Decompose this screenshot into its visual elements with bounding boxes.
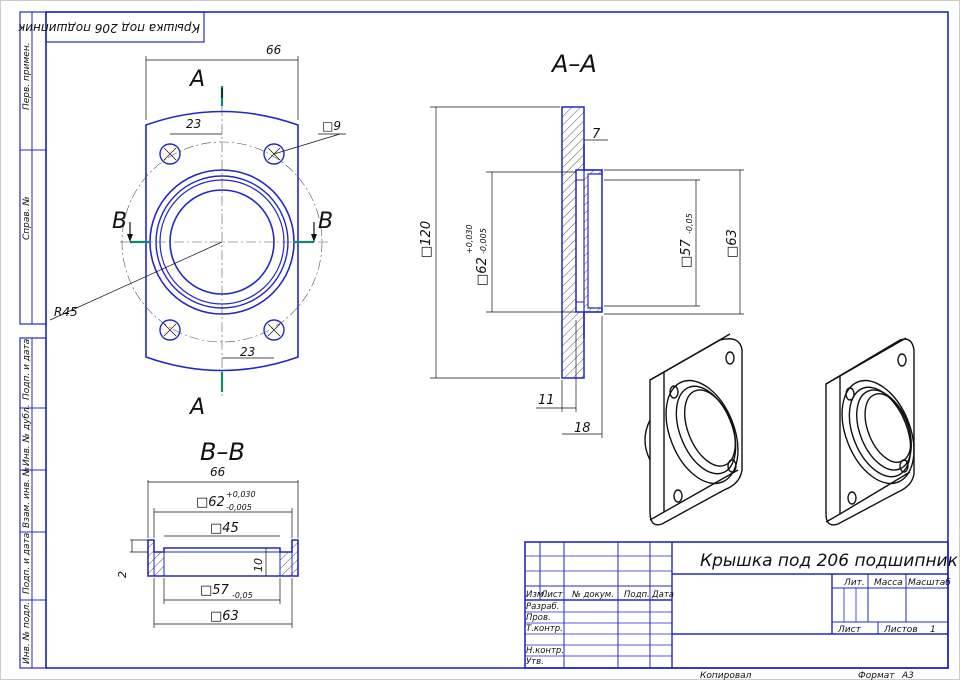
tb-header-list: Лист bbox=[540, 590, 564, 600]
dim-recess-tol: -0,05 bbox=[685, 213, 694, 234]
dim-bb-lip: 2 bbox=[116, 571, 129, 578]
dim-total: 18 bbox=[574, 421, 591, 436]
dim-bb-recess-tol: -0,05 bbox=[232, 591, 253, 600]
dim-step: 7 bbox=[592, 127, 601, 142]
side-label-4: Инв. № дубл. bbox=[22, 404, 32, 466]
bolt-hole bbox=[263, 319, 285, 341]
bolt-hole bbox=[159, 143, 181, 165]
tb-header-sign: Подп. bbox=[624, 590, 650, 600]
section-bb-outline bbox=[147, 539, 299, 577]
tb-format-value: А3 bbox=[901, 671, 914, 680]
tb-copied: Копировал bbox=[700, 671, 752, 680]
side-label-1: Перв. примен. bbox=[22, 42, 32, 110]
side-label-5: Взам. инв. № bbox=[22, 467, 32, 528]
section-mark-a-bottom: А bbox=[188, 395, 205, 420]
tb-lit: Лит. bbox=[843, 578, 865, 588]
dim-recess: □57 bbox=[679, 238, 694, 268]
section-mark-b-left: В bbox=[112, 209, 127, 234]
section-bb: В–В 66 □62 +0,030 -0,005 □45 10 2 □57 -0… bbox=[116, 438, 299, 628]
bolt-hole bbox=[159, 319, 181, 341]
dim-hole-offset-top: 23 bbox=[186, 117, 201, 131]
isometric-view-left bbox=[644, 333, 743, 526]
section-mark-b-right: В bbox=[318, 209, 333, 234]
tb-header-doc: № докум. bbox=[571, 590, 614, 600]
dim-width: 66 bbox=[266, 43, 282, 57]
tb-role-approved: Утв. bbox=[526, 657, 544, 667]
tb-header-izm: Изм. bbox=[526, 590, 546, 600]
dim-bb-bore-tol-lo: -0,005 bbox=[226, 503, 252, 512]
tb-sheets: Листов bbox=[883, 625, 918, 635]
dim-bb-bore-tol-up: +0,030 bbox=[226, 490, 256, 499]
dim-bore-tol-up: +0,030 bbox=[465, 224, 474, 254]
dim-bb-recess: □57 bbox=[200, 583, 230, 598]
dim-bb-width: 66 bbox=[210, 465, 226, 479]
front-view: А А В В 66 23 23 □9 R45 bbox=[49, 43, 346, 420]
side-label-3: Подп. и дата bbox=[22, 339, 32, 400]
dim-bb-inner: □45 bbox=[210, 521, 239, 536]
mirrored-title: Крышка под 206 подшипник bbox=[17, 21, 200, 35]
tb-sheet: Лист bbox=[837, 625, 862, 635]
side-label-7: Инв. № подл. bbox=[22, 602, 32, 664]
tb-role-checker: Пров. bbox=[526, 613, 551, 623]
section-mark-a-top: А bbox=[188, 67, 205, 92]
dim-bb-outer: □63 bbox=[210, 609, 239, 624]
dim-radius: R45 bbox=[54, 305, 78, 319]
dim-bore-tol-lo: -0,005 bbox=[479, 228, 488, 254]
tb-mass: Масса bbox=[874, 578, 903, 588]
dim-bore: □62 bbox=[475, 257, 490, 286]
section-aa: А–А □120 □62 +0,030 -0,005 □57 -0,05 □63… bbox=[419, 50, 744, 438]
title-block: Изм. Лист № докум. Подп. Дата Разраб. Пр… bbox=[524, 541, 959, 680]
side-label-2: Справ. № bbox=[22, 196, 32, 240]
dim-hole-dia: □9 bbox=[322, 119, 341, 133]
side-label-6: Подп. и дата bbox=[22, 533, 32, 594]
tb-role-developer: Разраб. bbox=[526, 602, 559, 612]
dim-overall: □120 bbox=[419, 221, 434, 258]
tb-role-ncontrol: Н.контр. bbox=[526, 646, 564, 656]
dim-hole-offset-bottom: 23 bbox=[240, 345, 255, 359]
tb-header-date: Дата bbox=[651, 590, 674, 600]
tb-role-tcontrol: Т.контр. bbox=[526, 624, 563, 634]
dim-bb-bore: □62 bbox=[196, 495, 225, 510]
tb-title: Крышка под 206 подшипник bbox=[700, 551, 959, 571]
dim-outer: □63 bbox=[725, 229, 740, 258]
dim-bb-height: 10 bbox=[252, 558, 265, 572]
section-bb-title: В–В bbox=[200, 438, 245, 466]
mirrored-stamp: Крышка под 206 подшипник bbox=[17, 11, 205, 43]
section-hatched-flange bbox=[561, 106, 585, 379]
flange-outline bbox=[145, 110, 299, 372]
section-aa-title: А–А bbox=[550, 50, 597, 78]
tb-sheets-count: 1 bbox=[930, 625, 936, 635]
side-strip: Перв. примен. Справ. № Подп. и дата Инв.… bbox=[19, 11, 47, 669]
tb-format: Формат bbox=[858, 671, 895, 680]
dim-thickness: 11 bbox=[538, 393, 555, 408]
tb-scale: Масштаб bbox=[908, 578, 951, 588]
isometric-view-right bbox=[825, 337, 915, 526]
